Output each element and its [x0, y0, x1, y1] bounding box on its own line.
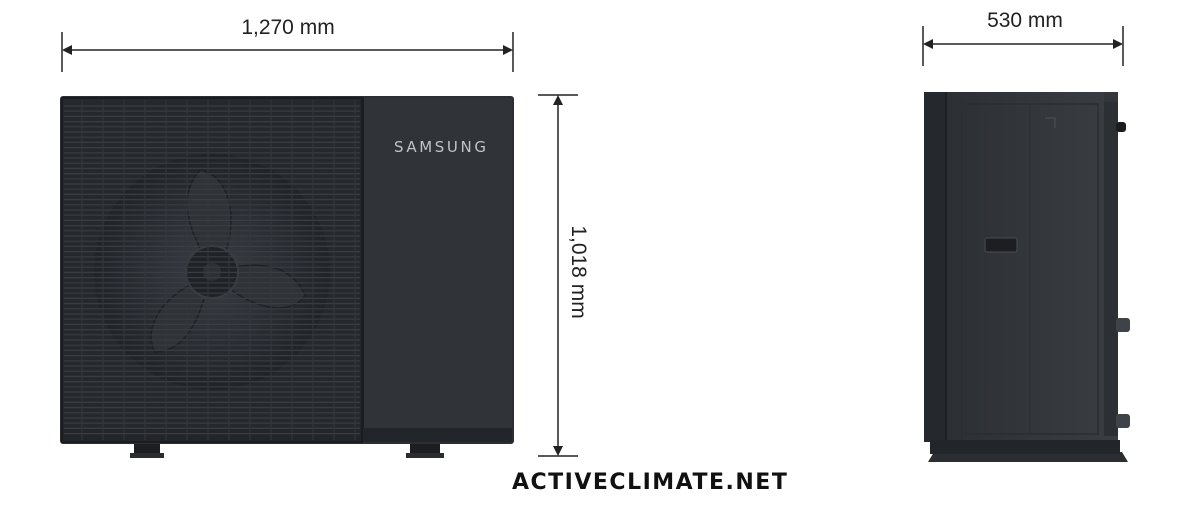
depth-dimension-label: 530 mm: [987, 9, 1063, 32]
height-dimension-label: 1,018 mm: [567, 225, 590, 319]
width-dimension-line: [61, 32, 514, 72]
depth-dimension-line: [922, 26, 1124, 66]
grille-horizontal-bars: [64, 105, 360, 435]
unit-front-view: [60, 96, 514, 458]
width-dimension-label: 1,270 mm: [241, 16, 335, 39]
unit-side-view: [924, 92, 1130, 462]
height-dimension-line: [538, 94, 578, 457]
grille-vertical-bars: [81, 100, 356, 440]
side-handle: [984, 237, 1018, 253]
site-watermark: ACTIVECLIMATE.NET: [512, 470, 789, 495]
brand-logo: SAMSUNG: [394, 138, 489, 156]
